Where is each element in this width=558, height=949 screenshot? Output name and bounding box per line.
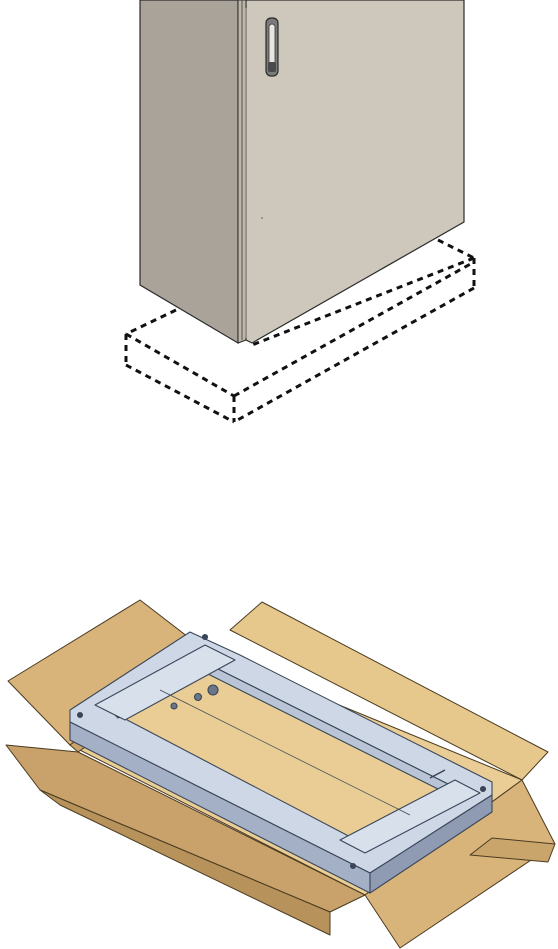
plinth-frame-icon <box>69 631 493 894</box>
cabinet-panel <box>124 0 476 424</box>
cabinet-handle-icon <box>265 17 279 77</box>
plinth-outline-icon <box>124 238 476 424</box>
